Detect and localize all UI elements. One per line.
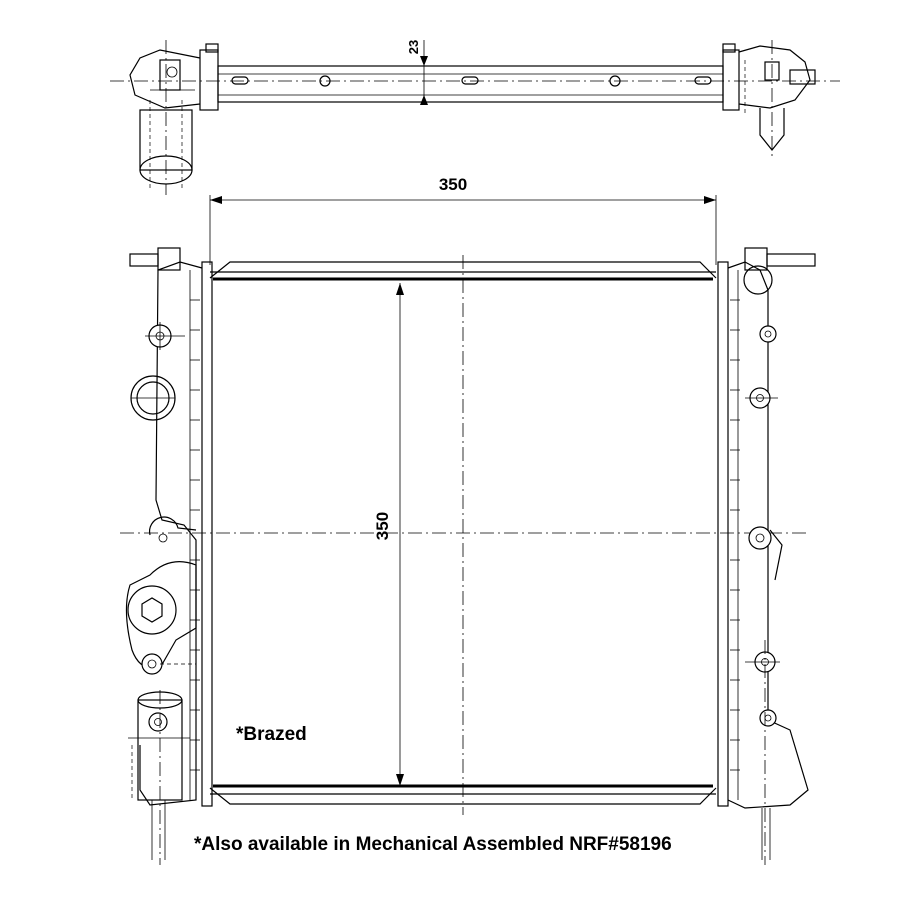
availability-note: *Also available in Mechanical Assembled … xyxy=(194,834,672,855)
left-tank xyxy=(125,247,203,865)
right-tank-ribs xyxy=(730,299,740,771)
brazed-note: *Brazed xyxy=(236,724,307,745)
right-tank xyxy=(727,247,816,865)
height-dimension-label: 350 xyxy=(373,512,392,540)
width-dimension-label: 350 xyxy=(439,175,467,194)
depth-dimension-label: 23 xyxy=(406,40,421,54)
left-tank-ribs xyxy=(190,299,200,771)
radiator-core: 350 xyxy=(120,255,810,815)
width-dimension: 350 xyxy=(209,175,717,265)
top-view: 23 xyxy=(110,40,840,195)
